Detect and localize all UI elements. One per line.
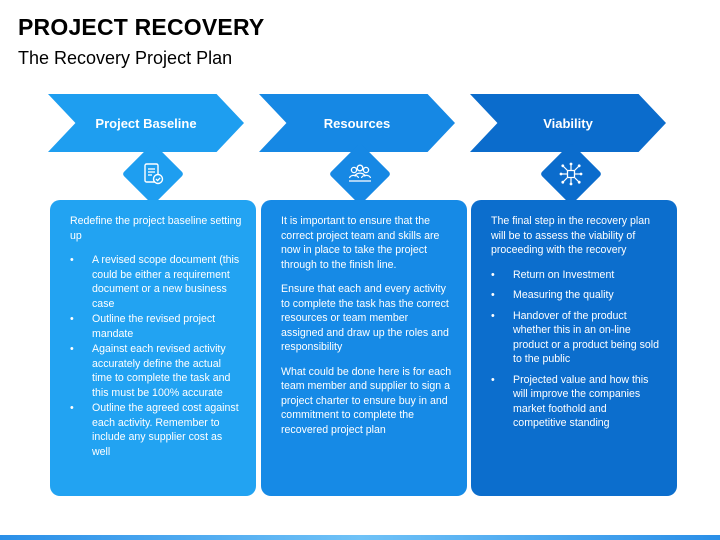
card-project-baseline: Redefine the project baseline setting up…	[50, 200, 256, 496]
list-item: Return on Investment	[491, 268, 663, 283]
list-item: A revised scope document (this could be …	[70, 253, 242, 311]
arrow-header-label: Viability	[543, 115, 593, 131]
page-title: PROJECT RECOVERY	[18, 14, 265, 40]
arrow-header-project-baseline: Project Baseline	[48, 94, 244, 152]
card-paragraph: What could be done here is for each team…	[281, 365, 452, 436]
card-resources: It is important to ensure that the corre…	[261, 200, 467, 496]
page-subtitle: The Recovery Project Plan	[18, 48, 233, 68]
list-item: Measuring the quality	[491, 288, 663, 303]
bottom-accent-bar	[0, 535, 720, 540]
arrow-header-label: Project Baseline	[95, 115, 197, 131]
baseline-document-icon	[144, 163, 164, 185]
list-item: Projected value and how this will improv…	[491, 373, 663, 431]
diamond-badge-viability	[539, 142, 603, 206]
list-item: Handover of the product whether this in …	[491, 309, 663, 367]
arrow-header-label: Resources	[323, 115, 391, 131]
team-resources-icon	[348, 164, 372, 182]
list-item: Outline the agreed cost against each act…	[70, 401, 242, 459]
card-bullet-list: A revised scope document (this could be …	[70, 253, 242, 459]
card-paragraph: Ensure that each and every activity to c…	[281, 283, 449, 353]
arrow-header-viability: Viability	[470, 94, 666, 152]
arrow-header-resources: Resources	[259, 94, 455, 152]
diamond-badge-resources	[328, 142, 392, 206]
card-bullet-list: Return on Investment Measuring the quali…	[491, 268, 663, 431]
list-item: Against each revised activity accurately…	[70, 342, 242, 400]
card-intro: Redefine the project baseline setting up	[70, 215, 242, 242]
list-item: Outline the revised project mandate	[70, 312, 242, 341]
card-paragraph: It is important to ensure that the corre…	[281, 215, 440, 271]
card-intro: The final step in the recovery plan will…	[491, 215, 650, 256]
card-viability: The final step in the recovery plan will…	[471, 200, 677, 496]
network-viability-icon	[559, 162, 583, 186]
diamond-badge-baseline	[121, 142, 185, 206]
